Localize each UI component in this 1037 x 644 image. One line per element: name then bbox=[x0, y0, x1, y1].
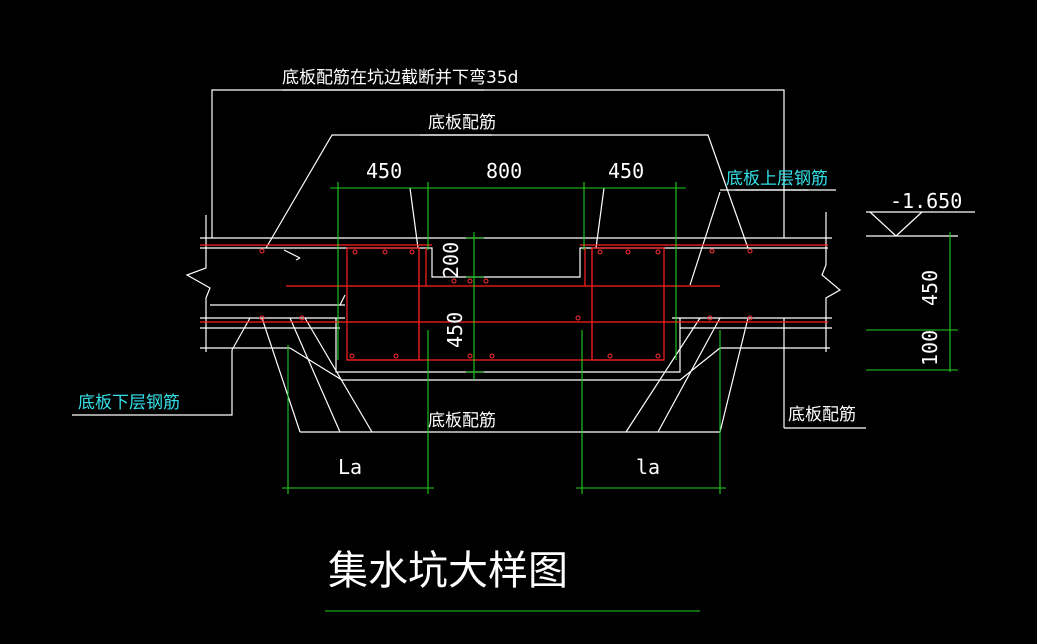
slab-bottom-bars-label: 底板下层钢筋 bbox=[78, 393, 180, 413]
slab-reinf-right-label: 底板配筋 bbox=[788, 405, 856, 425]
slab-reinf-bottom-label: 底板配筋 bbox=[428, 411, 496, 431]
dimension-lines bbox=[282, 182, 958, 612]
dim-la-right: la bbox=[636, 455, 660, 479]
drawing-title: 集水坑大样图 bbox=[328, 548, 568, 594]
top-note-label: 底板配筋在坑边截断并下弯35d bbox=[282, 68, 518, 88]
rebar-dots bbox=[259, 248, 753, 359]
dim-450-left: 450 bbox=[366, 159, 402, 183]
dim-100: 100 bbox=[918, 330, 942, 366]
concrete-outline bbox=[72, 89, 975, 433]
dim-450-pit: 450 bbox=[443, 312, 467, 348]
dim-450-slab: 450 bbox=[918, 270, 942, 306]
dim-200: 200 bbox=[439, 242, 463, 278]
dim-450-right: 450 bbox=[608, 159, 644, 183]
rebar bbox=[200, 244, 828, 361]
slab-top-bars-label: 底板上层钢筋 bbox=[726, 169, 828, 189]
dim-la-left: La bbox=[338, 455, 362, 479]
dim-800: 800 bbox=[486, 159, 522, 183]
elevation-label: -1.650 bbox=[890, 189, 962, 213]
slab-reinf-top-label: 底板配筋 bbox=[428, 113, 496, 133]
